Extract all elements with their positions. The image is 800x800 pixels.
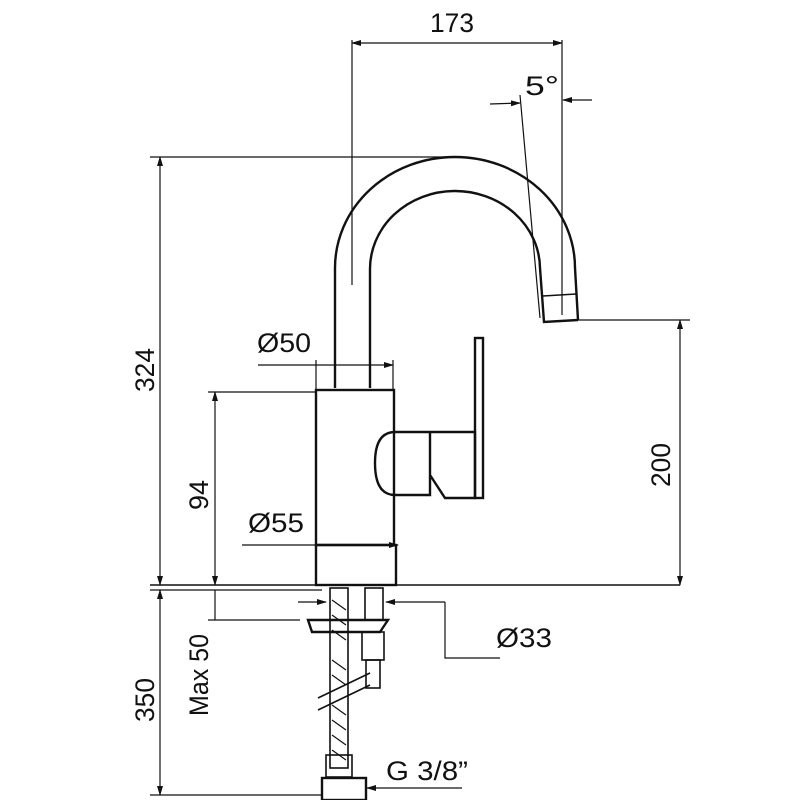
label-shank-diameter: Ø33: [496, 623, 552, 653]
braided-hose: [329, 587, 349, 769]
nut: [361, 631, 385, 661]
label-spout-angle: 5°: [525, 71, 559, 101]
faucet-base: [314, 543, 398, 587]
aerator-line: [542, 293, 577, 297]
lever-handle: [373, 430, 477, 500]
label-total-height: 324: [130, 348, 160, 392]
label-outlet-height: 200: [646, 443, 676, 487]
dimension-lines: [150, 40, 690, 796]
hose-nut: [320, 776, 368, 800]
shank-end: [365, 659, 381, 689]
hose-assembly: [306, 587, 391, 800]
shank: [364, 587, 384, 621]
label-body-height: 94: [184, 480, 214, 510]
dimension-labels: 173 5° Ø50 Ø55 Ø33 G 3/8” 324 94 200 Max…: [130, 8, 676, 786]
label-connection-thread: G 3/8”: [386, 756, 468, 786]
label-max-deck-thickness: Max 50: [184, 634, 214, 716]
faucet-body: [314, 388, 396, 547]
lever-plate: [473, 336, 485, 500]
label-spout-reach: 173: [430, 8, 474, 38]
label-spout-diameter: Ø50: [257, 328, 311, 358]
break-line: [317, 672, 371, 711]
spout-inner: [368, 189, 579, 388]
faucet-outline: [314, 155, 580, 587]
label-hose-length: 350: [130, 678, 160, 722]
label-base-diameter: Ø55: [248, 508, 304, 538]
